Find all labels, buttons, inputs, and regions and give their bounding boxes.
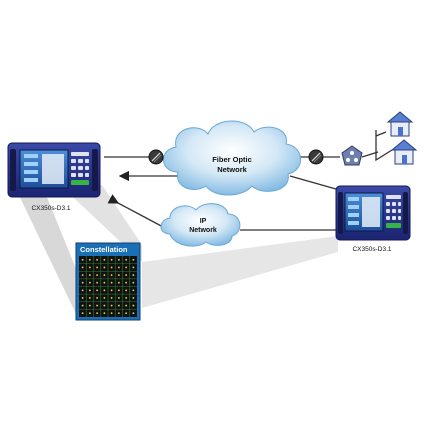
optical-node-icon [341,145,363,166]
constellation-point [96,312,99,315]
constellation-point [88,258,91,261]
constellation-point [117,274,120,276]
constellation-point [81,289,84,292]
constellation-point [125,258,128,261]
constellation-point [96,297,99,299]
constellation-point [96,274,99,276]
constellation-point [132,297,135,299]
constellation-point [96,258,99,261]
constellation-point [125,274,128,276]
fiber-connector-icon [308,149,324,165]
constellation-point [96,304,99,307]
device-right[interactable] [335,185,411,241]
constellation-point [117,281,120,284]
link-house-top [375,131,387,137]
constellation-point [125,289,128,292]
constellation-point [81,297,84,299]
constellation-point [110,312,113,315]
link-house-branch [375,130,393,162]
device-left-keypad [71,152,89,185]
constellation-point [81,258,84,261]
constellation-point [81,274,84,276]
constellation-point [96,289,99,292]
device-right-keypad [386,195,401,228]
constellation-point [125,281,128,284]
constellation-point [117,266,120,269]
projection-beam-right-device [142,236,338,308]
constellation-point [132,274,135,276]
constellation-point [110,304,113,307]
constellation-point [81,304,84,307]
ip-cloud-label-line1: IP [200,218,207,225]
constellation-grid [79,256,137,317]
constellation-point [117,304,120,307]
constellation-panel: Constellation [75,242,141,321]
fiber-optic-cloud: Fiber Optic Network [163,120,301,196]
link-ip-left-arrow [107,194,166,229]
constellation-point [81,312,84,315]
constellation-point [110,258,113,261]
device-right-label: CX350s-D3.1 [352,246,391,253]
constellation-point [132,289,135,292]
device-left-screen-rows [24,154,64,184]
fiber-cloud-label-line1: Fiber Optic [212,155,252,164]
device-right-screen-rows [348,197,380,227]
constellation-points [81,258,135,315]
constellation-point [103,312,106,315]
constellation-point [88,281,91,284]
constellation-point [110,274,113,276]
constellation-point [110,281,113,284]
constellation-point [103,266,106,269]
constellation-point [132,258,135,261]
constellation-point [96,266,99,269]
constellation-point [103,281,106,284]
connection-lines [104,130,393,231]
constellation-point [125,312,128,315]
constellation-point [132,304,135,307]
fiber-connector-icon [148,149,164,165]
constellation-point [110,289,113,292]
constellation-point [125,266,128,269]
constellation-point [88,312,91,315]
constellation-point [88,274,91,276]
constellation-point [103,304,106,307]
ip-cloud-label-line2: Network [189,227,217,234]
constellation-point [96,281,99,284]
constellation-point [125,304,128,307]
constellation-point [88,304,91,307]
device-left[interactable] [7,142,101,198]
constellation-point [103,289,106,292]
constellation-point [88,266,91,269]
house-icon [390,139,418,165]
constellation-point [117,297,120,299]
constellation-point [88,297,91,299]
constellation-point [103,274,106,276]
constellation-point [81,281,84,284]
constellation-point [132,281,135,284]
device-left-label: CX350s-D3.1 [31,205,70,212]
constellation-point [103,258,106,261]
constellation-point [132,266,135,269]
constellation-point [117,258,120,261]
constellation-point [103,297,106,299]
constellation-point [110,297,113,299]
constellation-point [110,266,113,269]
link-node-branch [361,151,379,158]
constellation-point [125,297,128,299]
constellation-title: Constellation [80,245,128,254]
ip-cloud: IP Network [160,203,241,247]
fiber-cloud-label-line2: Network [217,165,247,174]
constellation-point [81,266,84,269]
constellation-point [117,312,120,315]
constellation-point [88,289,91,292]
house-icon [386,111,414,137]
constellation-point [117,289,120,292]
constellation-point [132,312,135,315]
